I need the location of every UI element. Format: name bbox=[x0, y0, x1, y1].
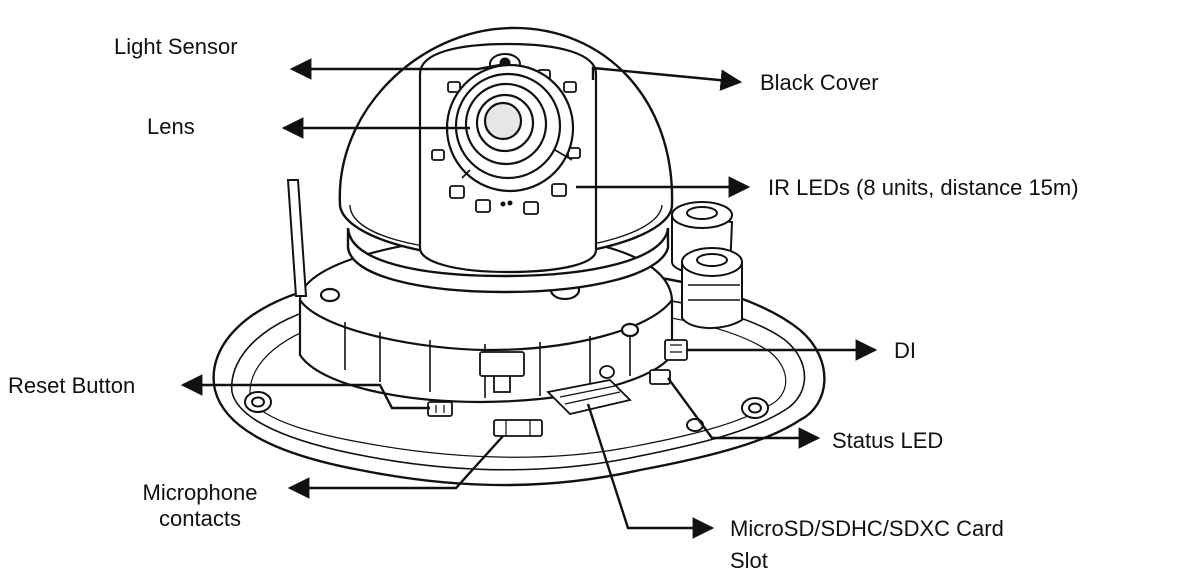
label-di: DI bbox=[894, 338, 916, 363]
front-components bbox=[427, 339, 688, 437]
label-card-slot: MicroSD/SDHC/SDXC Card Slot bbox=[730, 516, 1004, 574]
label-microphone-line1: Microphone bbox=[142, 480, 258, 505]
lens bbox=[445, 63, 575, 193]
label-microphone-contacts: Microphone contacts bbox=[120, 480, 280, 532]
leader-black-cover bbox=[591, 66, 743, 91]
label-reset-button: Reset Button bbox=[8, 373, 136, 398]
label-card-slot-line2: Slot bbox=[730, 548, 768, 573]
callout-lines bbox=[180, 58, 878, 539]
leader-card-slot bbox=[586, 403, 715, 539]
leader-reset bbox=[180, 374, 430, 410]
label-microphone-line2: contacts bbox=[159, 506, 241, 531]
label-card-slot-line1: MicroSD/SDHC/SDXC Card bbox=[730, 516, 1004, 541]
label-black-cover: Black Cover bbox=[760, 70, 879, 95]
cable-glands bbox=[671, 201, 743, 330]
label-ir-leds: IR LEDs (8 units, distance 15m) bbox=[768, 175, 1079, 200]
label-lens: Lens bbox=[147, 114, 195, 139]
label-light-sensor: Light Sensor bbox=[114, 34, 238, 59]
label-status-led: Status LED bbox=[832, 428, 944, 453]
leader-light-sensor bbox=[289, 58, 506, 80]
leader-microphone bbox=[287, 435, 504, 499]
leader-status-led bbox=[667, 377, 821, 449]
safety-wire bbox=[286, 179, 308, 297]
